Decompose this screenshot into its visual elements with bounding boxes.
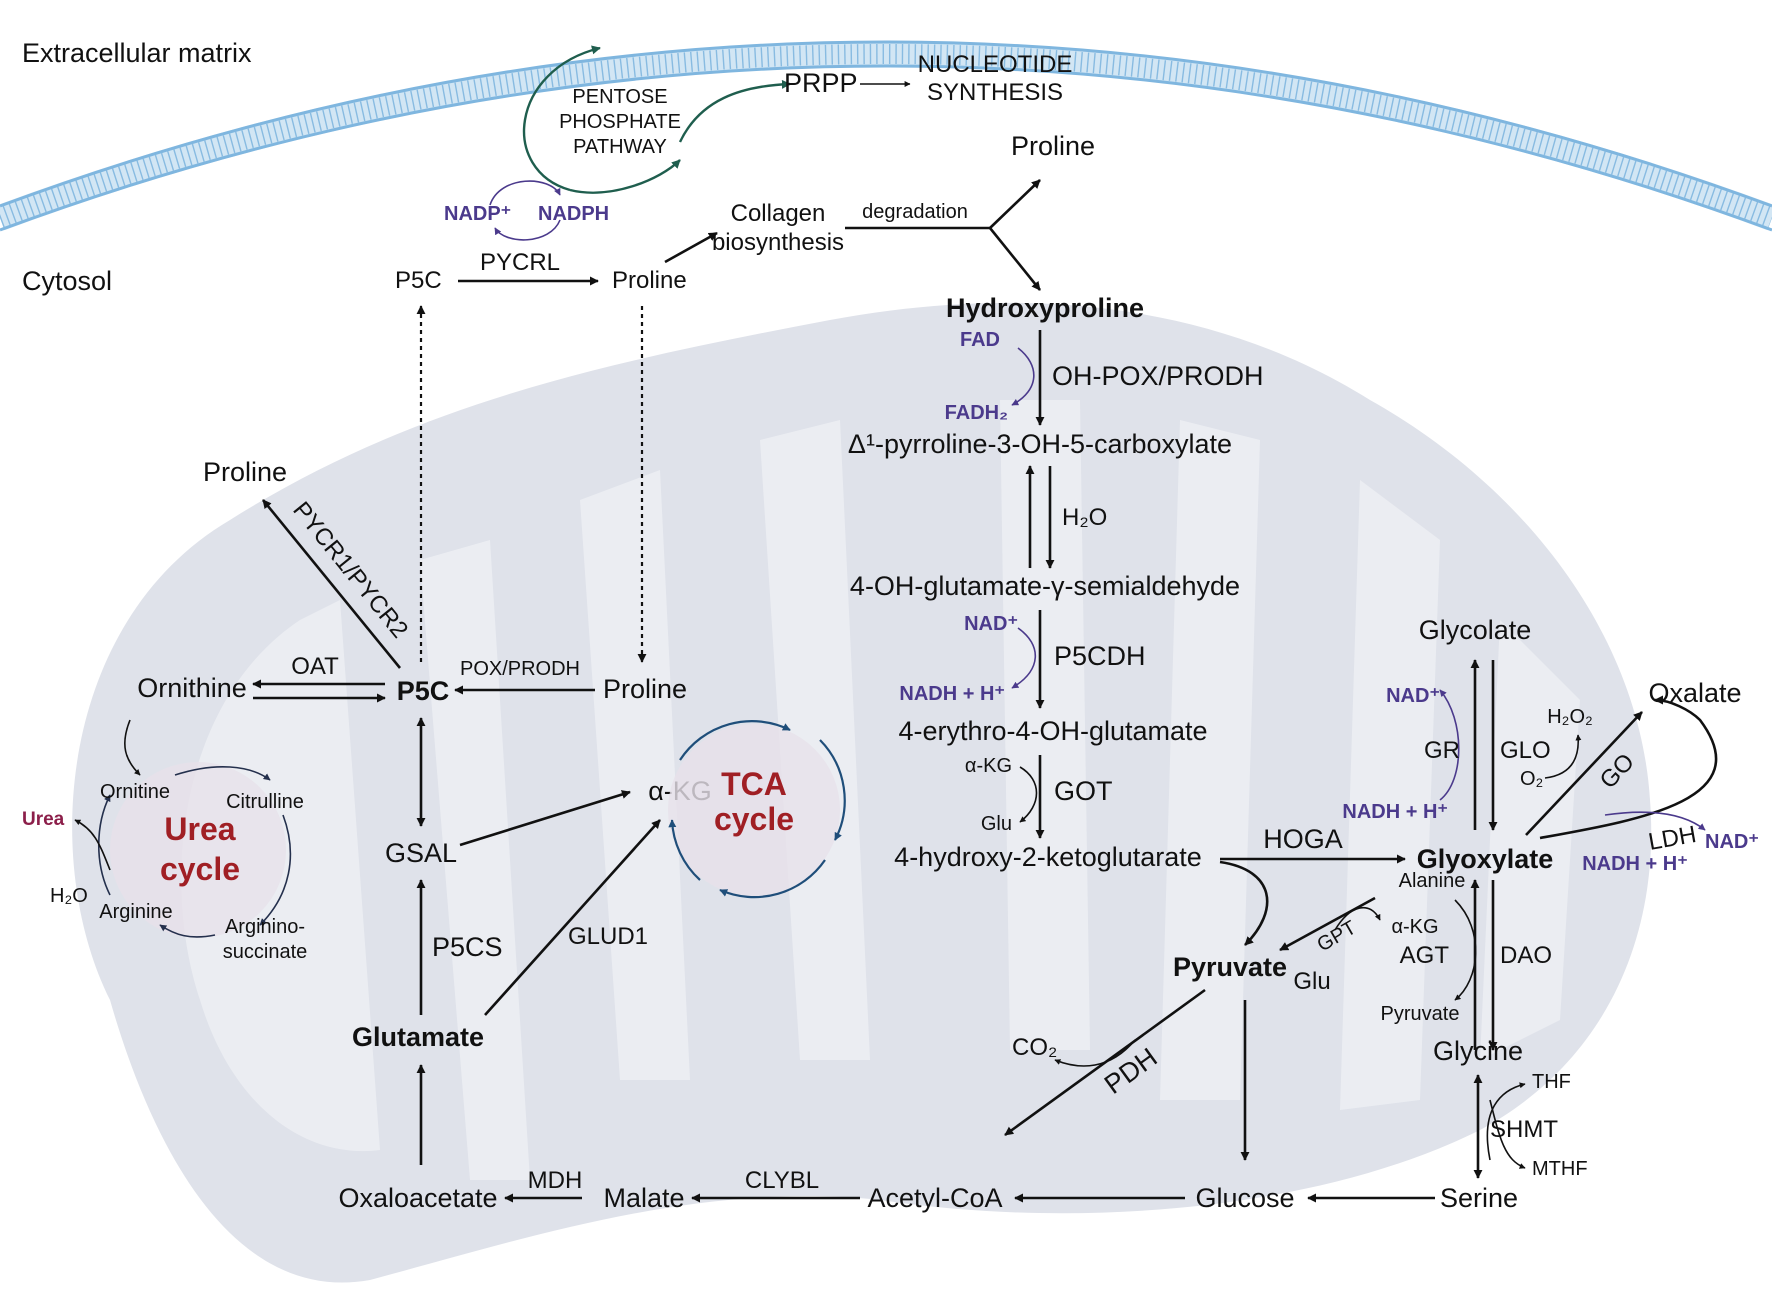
arginine-label: Arginine [99, 901, 172, 923]
nadp-label: NADP⁺ [444, 203, 511, 225]
nucleotide-label-2: SYNTHESIS [927, 79, 1063, 106]
nad-gr-label: NAD⁺ [1386, 685, 1440, 707]
collagen-label-1: Collagen [731, 200, 826, 227]
glu-got-label: Glu [981, 813, 1012, 835]
p5cdh-label: P5CDH [1054, 641, 1146, 671]
glycine-label: Glycine [1433, 1036, 1523, 1066]
glu-gpt-label: Glu [1293, 968, 1330, 995]
oat-label: OAT [291, 653, 339, 680]
mthf-label: MTHF [1532, 1158, 1588, 1180]
pyruvate-agt-label: Pyruvate [1381, 1003, 1460, 1025]
degradation-label: degradation [862, 201, 968, 223]
p5cs-label: P5CS [432, 932, 503, 962]
gsal-label: GSAL [385, 838, 457, 868]
glutamate-label: Glutamate [352, 1022, 484, 1052]
hydroxyproline-label: Hydroxyproline [946, 293, 1144, 323]
glud1-label: GLUD1 [568, 923, 648, 950]
pycrl-label: PYCRL [480, 249, 560, 276]
cytosol-label: Cytosol [22, 266, 112, 296]
cell-membrane [0, 40, 1772, 232]
argininosuccinate-label-1: Arginino- [225, 916, 305, 938]
akg-gpt-label: α-KG [1391, 916, 1438, 938]
thf-label: THF [1532, 1071, 1571, 1093]
ppp-label-3: PATHWAY [573, 136, 667, 158]
semialdehyde-label: 4-OH-glutamate-γ-semialdehyde [850, 571, 1240, 601]
proline-top-label: Proline [1011, 131, 1095, 161]
ppp-label-1: PENTOSE [572, 86, 667, 108]
ldh-label: LDH [1646, 821, 1698, 856]
urea-title-2: cycle [160, 851, 240, 887]
hoga-label: HOGA [1263, 824, 1343, 854]
poxprodh-label: POX/PRODH [460, 658, 580, 680]
collagen-label-2: biosynthesis [712, 229, 844, 256]
tca-title-1: TCA [721, 766, 787, 802]
hkg-label: 4-hydroxy-2-ketoglutarate [894, 842, 1202, 872]
cytosol-p5c: P5C [395, 267, 442, 294]
nad-ldh-label: NAD⁺ [1705, 831, 1759, 853]
oxaloacetate-label: Oxaloacetate [338, 1183, 497, 1213]
nad-hyp-label: NAD⁺ [964, 613, 1018, 635]
glycolate-label: Glycolate [1419, 615, 1532, 645]
co2-label: CO₂ [1012, 1034, 1057, 1061]
h2o2-label: H₂O₂ [1547, 706, 1593, 728]
pyrroline-label: Δ¹-pyrroline-3-OH-5-carboxylate [848, 429, 1232, 459]
erythro-label: 4-erythro-4-OH-glutamate [898, 716, 1207, 746]
acetylcoa-label: Acetyl-CoA [867, 1183, 1002, 1213]
glucose-label: Glucose [1195, 1183, 1294, 1213]
mdh-label: MDH [528, 1167, 583, 1194]
extracellular-label: Extracellular matrix [22, 38, 252, 68]
dao-label: DAO [1500, 942, 1552, 969]
agt-label: AGT [1400, 942, 1450, 969]
fadh2-label: FADH₂ [945, 402, 1008, 424]
prpp-label: PRPP [784, 68, 858, 98]
nucleotide-label-1: NUCLEOTIDE [918, 51, 1073, 78]
glyoxylate-label: Glyoxylate [1417, 844, 1554, 874]
clybl-label: CLYBL [745, 1167, 819, 1194]
tca-title-2: cycle [714, 801, 794, 837]
nadh-ldh-label: NADH + H⁺ [1582, 853, 1688, 875]
shmt-label: SHMT [1490, 1116, 1558, 1143]
ppp-label-2: PHOSPHATE [559, 111, 681, 133]
oxalate-label: Oxalate [1648, 678, 1741, 708]
gr-label: GR [1424, 737, 1460, 764]
urea-label: Urea [22, 809, 65, 830]
urea-title-1: Urea [164, 811, 235, 847]
ornithine-label: Ornithine [137, 673, 247, 703]
urea-cycle: Urea cycle Ornitine Citrulline Arginine … [22, 719, 308, 963]
argininosuccinate-label-2: succinate [223, 941, 308, 963]
nadph-label: NADPH [538, 203, 609, 225]
serine-label: Serine [1440, 1183, 1518, 1213]
ornitine-label: Ornitine [100, 781, 170, 803]
h2o-hyp-label: H₂O [1062, 504, 1107, 531]
o2-label: O₂ [1520, 768, 1543, 790]
got-label: GOT [1054, 776, 1113, 806]
glo-label: GLO [1500, 737, 1551, 764]
tca-cycle: TCA cycle [668, 720, 846, 899]
cytosol-proline: Proline [612, 267, 687, 294]
alanine-label: Alanine [1399, 870, 1466, 892]
proline-left-label: Proline [203, 457, 287, 487]
malate-label: Malate [603, 1183, 684, 1213]
pentose-phosphate-cycle: PENTOSE PHOSPHATE PATHWAY [523, 45, 791, 194]
mito-p5c-label: P5C [397, 676, 450, 706]
citrulline-label: Citrulline [226, 791, 304, 813]
pyruvate-label: Pyruvate [1173, 952, 1287, 982]
nadh-hyp-label: NADH + H⁺ [899, 683, 1005, 705]
fad-label: FAD [960, 329, 1000, 351]
nadh-gr-label: NADH + H⁺ [1342, 801, 1448, 823]
proline-mid-label: Proline [603, 674, 687, 704]
urea-h2o-label: H₂O [50, 885, 88, 907]
akg-got-label: α-KG [965, 755, 1012, 777]
ohpox-label: OH-POX/PRODH [1052, 361, 1264, 391]
